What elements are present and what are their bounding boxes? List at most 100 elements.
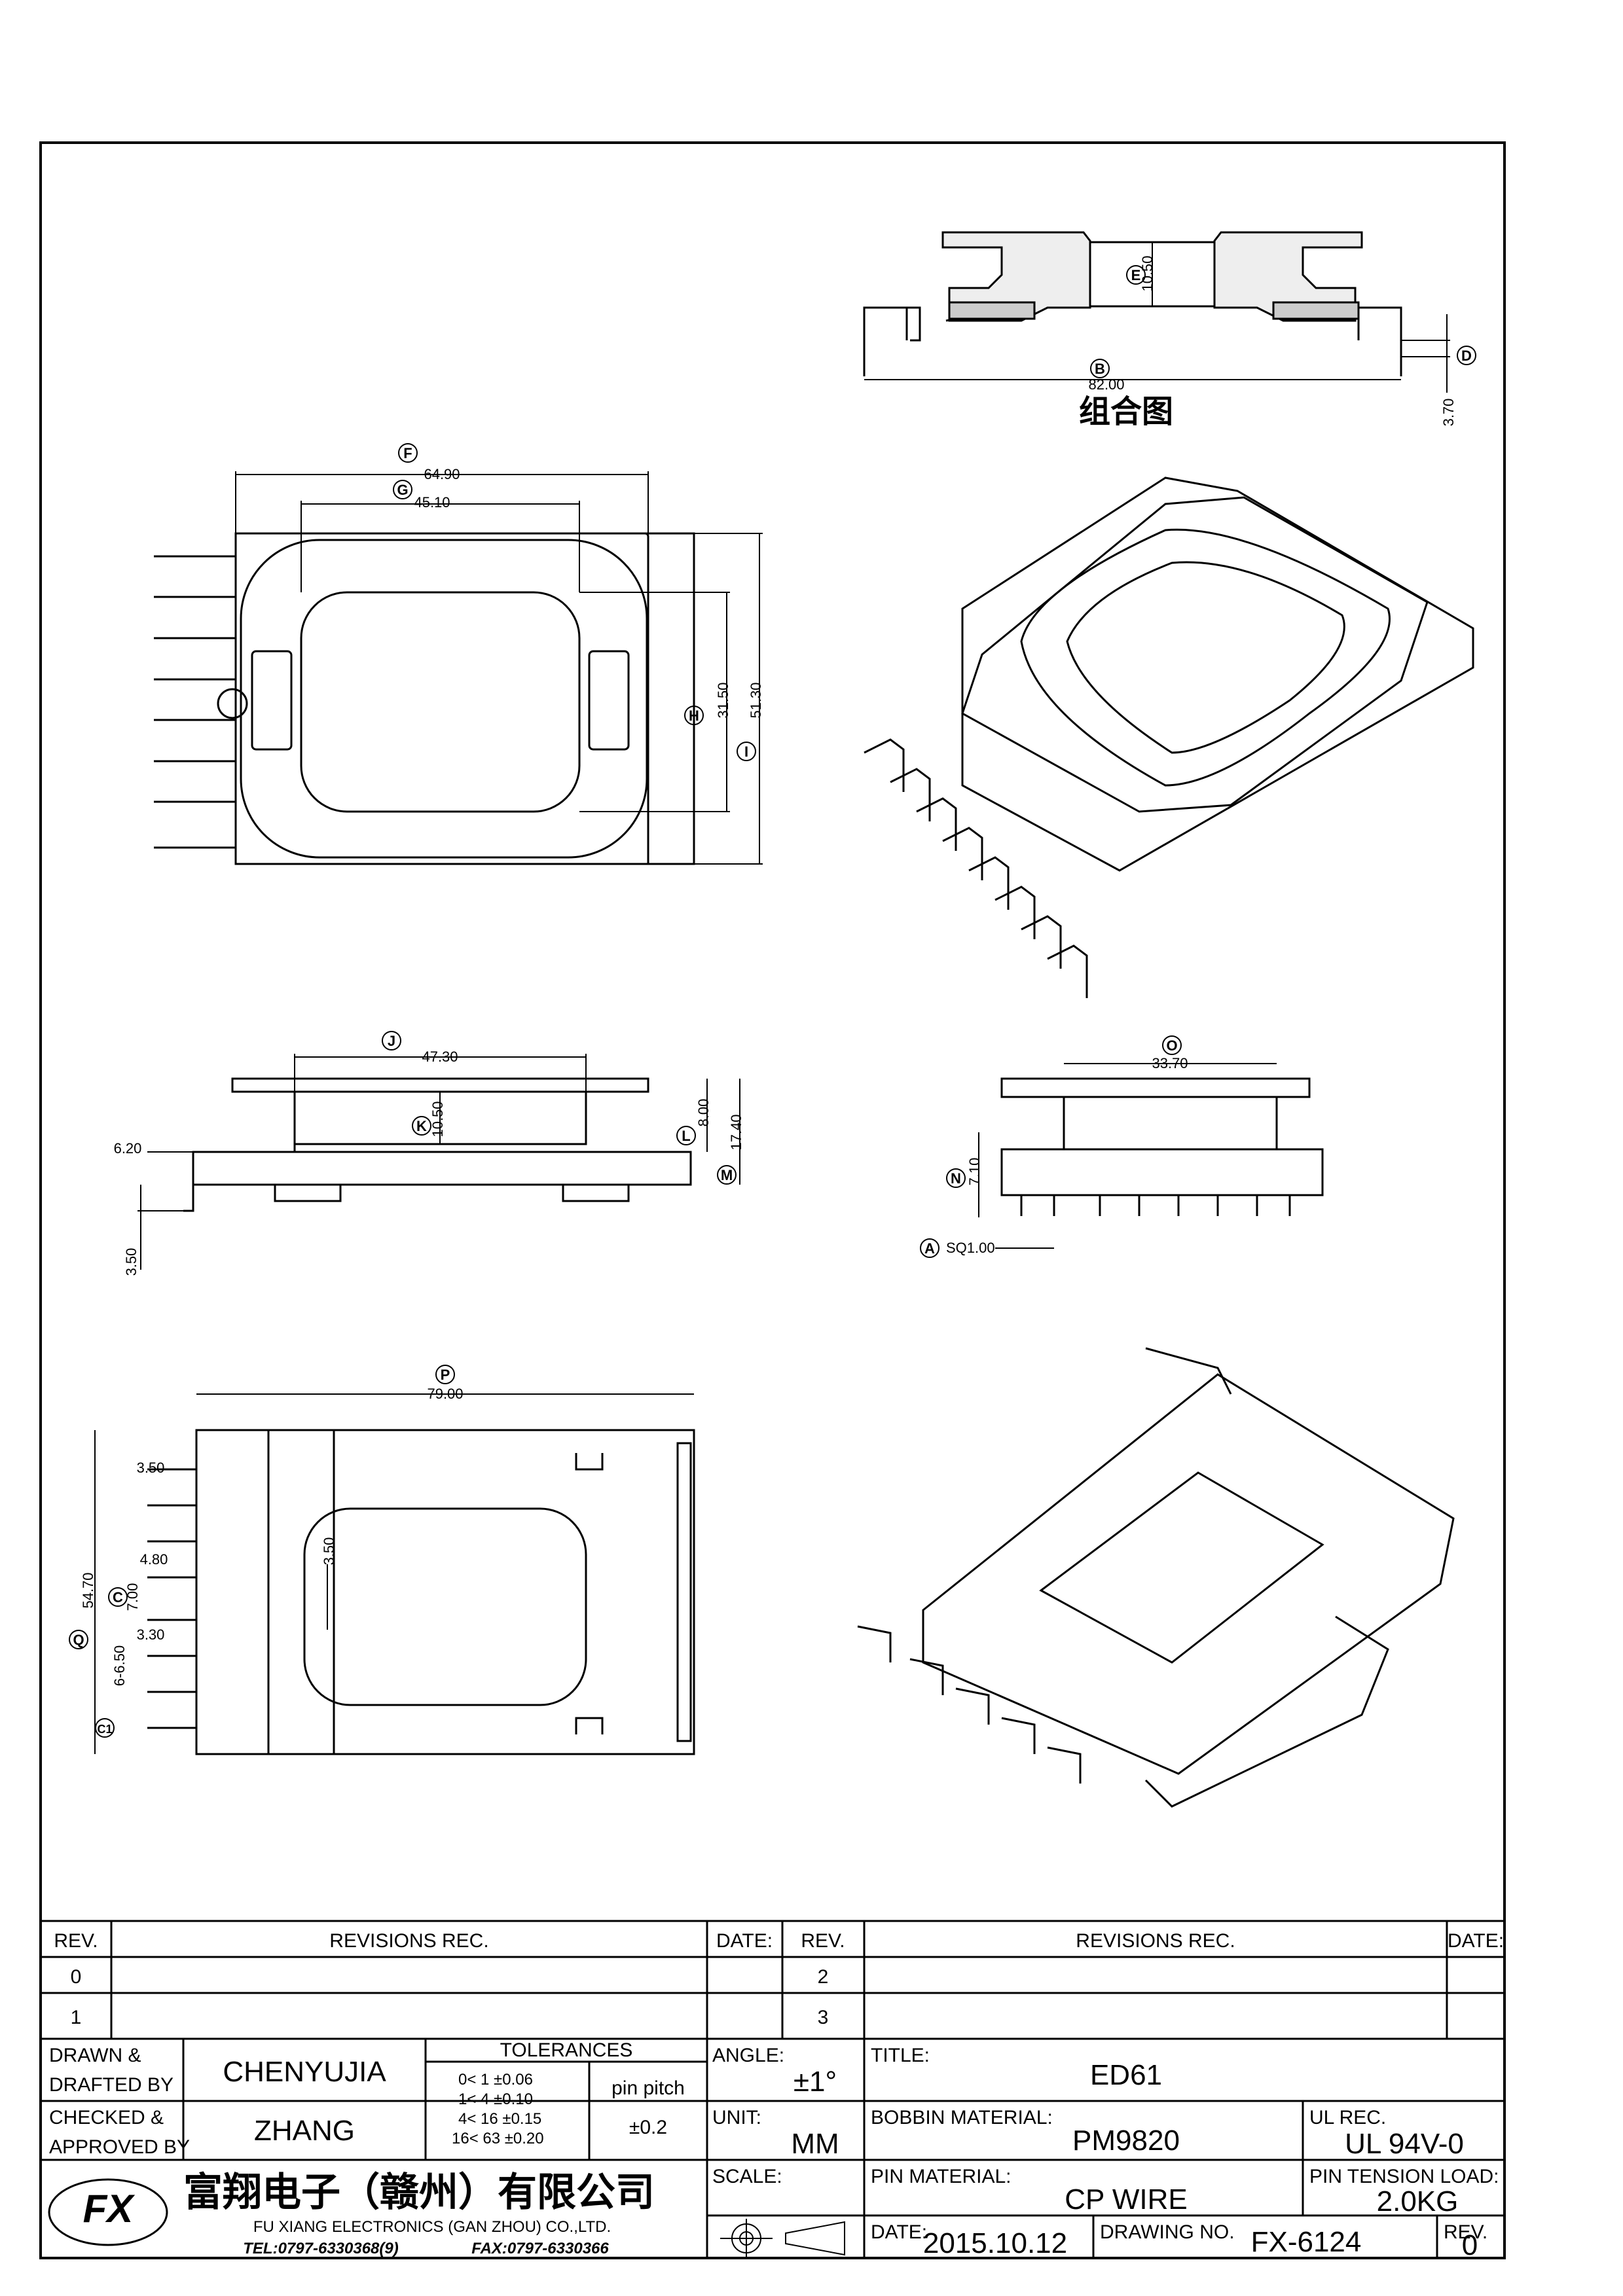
company-tel: TEL:0797-6330368(9) [243, 2240, 398, 2257]
bubble-F: F [403, 445, 412, 461]
angle-label: ANGLE: [712, 2045, 784, 2066]
title-value: ED61 [1090, 2059, 1162, 2091]
bubble-M: M [721, 1167, 733, 1183]
bottom-view: 79.00 P 54.70 Q 3.50 4.80 7.00 C 3.30 6-… [69, 1365, 695, 1755]
dim-C1: 6-6.50 [111, 1645, 128, 1686]
dim-front-left: 6.20 [114, 1140, 142, 1157]
front-view: 47.30 J 10.50 K 8.00 L 17.40 M 6.20 3.50 [114, 1031, 744, 1276]
bubble-D: D [1461, 348, 1472, 364]
dim-E: 10.50 [1139, 255, 1156, 291]
drawn-value: CHENYUJIA [223, 2056, 386, 2088]
dim-K: 10.50 [429, 1101, 446, 1137]
bubble-C: C [113, 1589, 123, 1605]
iso-view-bottom [857, 1347, 1455, 1808]
rev-row-1: 1 [71, 2007, 82, 2028]
company-logo: FX [83, 2187, 136, 2231]
dim-B: 82.00 [1088, 376, 1124, 393]
dim-bottom-350a: 3.50 [137, 1460, 165, 1476]
dim-H: 31.50 [715, 682, 731, 718]
tolerances-label: TOLERANCES [500, 2039, 633, 2061]
tol-row-1: 1< 4 ±0.10 [458, 2090, 533, 2108]
rev-row-3: 3 [818, 2007, 829, 2028]
revisions-header-right: REVISIONS REC. [1076, 1930, 1235, 1952]
dim-I: 51.30 [748, 682, 764, 718]
date-header-left: DATE: [716, 1930, 773, 1952]
drawing-no-value: FX-6124 [1251, 2226, 1362, 2258]
top-view: 64.90 F 45.10 G 31.50 H 51.30 I [154, 443, 764, 865]
dim-bottom-480: 4.80 [140, 1551, 168, 1568]
title-label: TITLE: [871, 2045, 930, 2066]
pin-pitch-label: pin pitch [611, 2077, 685, 2099]
dim-front-pin: 3.50 [123, 1248, 139, 1276]
company-fax: FAX:0797-6330366 [471, 2240, 609, 2257]
side-view: 33.70 O 7.10 N A SQ1.00 [920, 1035, 1324, 1258]
checked-value: ZHANG [254, 2115, 355, 2147]
drawn-label-2: DRAFTED BY [49, 2074, 173, 2096]
bubble-J: J [388, 1033, 395, 1049]
checked-label-2: APPROVED BY [49, 2136, 190, 2158]
bubble-H: H [689, 708, 699, 724]
bubble-O: O [1166, 1037, 1177, 1054]
dim-bottom-330: 3.30 [137, 1626, 165, 1643]
dim-O: 33.70 [1152, 1055, 1188, 1071]
angle-value: ±1° [793, 2066, 837, 2098]
company-name-cn: 富翔电子（赣州）有限公司 [183, 2170, 655, 2214]
dim-N: 7.10 [966, 1158, 983, 1186]
logo-swoosh [48, 2178, 168, 2246]
ul-value: UL 94V-0 [1345, 2128, 1464, 2160]
revisions-header-left: REVISIONS REC. [329, 1930, 488, 1952]
bubble-P: P [441, 1367, 450, 1383]
pin-tension-value: 2.0KG [1377, 2185, 1459, 2217]
bubble-K: K [416, 1118, 427, 1134]
sheet-border [39, 141, 1506, 2259]
date-label: DATE: [871, 2221, 927, 2243]
dim-D: 3.70 [1440, 399, 1457, 427]
pin-tension-label: PIN TENSION LOAD: [1309, 2166, 1499, 2187]
bubble-N: N [951, 1170, 961, 1187]
rev-row-0: 0 [71, 1966, 82, 1988]
tol-row-0: 0< 1 ±0.06 [458, 2071, 533, 2089]
dim-G: 45.10 [414, 494, 450, 511]
dim-P: 79.00 [427, 1386, 463, 1402]
unit-value: MM [791, 2128, 839, 2160]
unit-label: UNIT: [712, 2107, 761, 2128]
bubble-I: I [744, 744, 748, 760]
projection-symbol-icon [720, 2219, 845, 2258]
date-value: 2015.10.12 [923, 2227, 1067, 2259]
dim-Q: 54.70 [80, 1572, 96, 1608]
bobbin-value: PM9820 [1072, 2125, 1180, 2157]
bubble-L: L [682, 1128, 690, 1144]
date-header-right: DATE: [1448, 1930, 1504, 1952]
bobbin-label: BOBBIN MATERIAL: [871, 2107, 1053, 2128]
iso-view-top [864, 476, 1474, 998]
title-block [41, 1920, 1504, 2258]
bubble-E: E [1131, 267, 1141, 283]
dim-A: SQ1.00 [946, 1240, 995, 1256]
dim-F: 64.90 [424, 466, 460, 482]
dim-bottom-350b: 3.50 [321, 1537, 337, 1566]
bubble-C1: C1 [97, 1723, 112, 1736]
tol-row-3: 16< 63 ±0.20 [452, 2130, 544, 2147]
dim-J: 47.30 [422, 1049, 458, 1065]
rev-label: REV. [1444, 2221, 1487, 2243]
bubble-G: G [397, 482, 408, 498]
dim-L: 8.00 [695, 1099, 712, 1127]
rev-row-2: 2 [818, 1966, 829, 1988]
tol-row-2: 4< 16 ±0.15 [458, 2110, 541, 2128]
bubble-B: B [1095, 361, 1105, 377]
checked-label-1: CHECKED & [49, 2107, 164, 2128]
bubble-A: A [924, 1240, 935, 1257]
drawing-no-label: DRAWING NO. [1100, 2221, 1235, 2243]
rev-header-right: REV. [801, 1930, 845, 1952]
dim-M: 17.40 [728, 1114, 744, 1150]
drawn-label-1: DRAWN & [49, 2045, 141, 2066]
assembly-caption: 组合图 [1079, 395, 1173, 429]
pin-pitch-value: ±0.2 [629, 2117, 667, 2138]
rev-value: 0 [1462, 2229, 1478, 2261]
pin-material-label: PIN MATERIAL: [871, 2166, 1011, 2187]
company-name-en: FU XIANG ELECTRONICS (GAN ZHOU) CO.,LTD. [253, 2218, 611, 2236]
title-block-text: REV. REVISIONS REC. DATE: REV. REVISIONS… [49, 1930, 1504, 2261]
bubble-Q: Q [73, 1632, 84, 1648]
ul-label: UL REC. [1309, 2107, 1386, 2128]
